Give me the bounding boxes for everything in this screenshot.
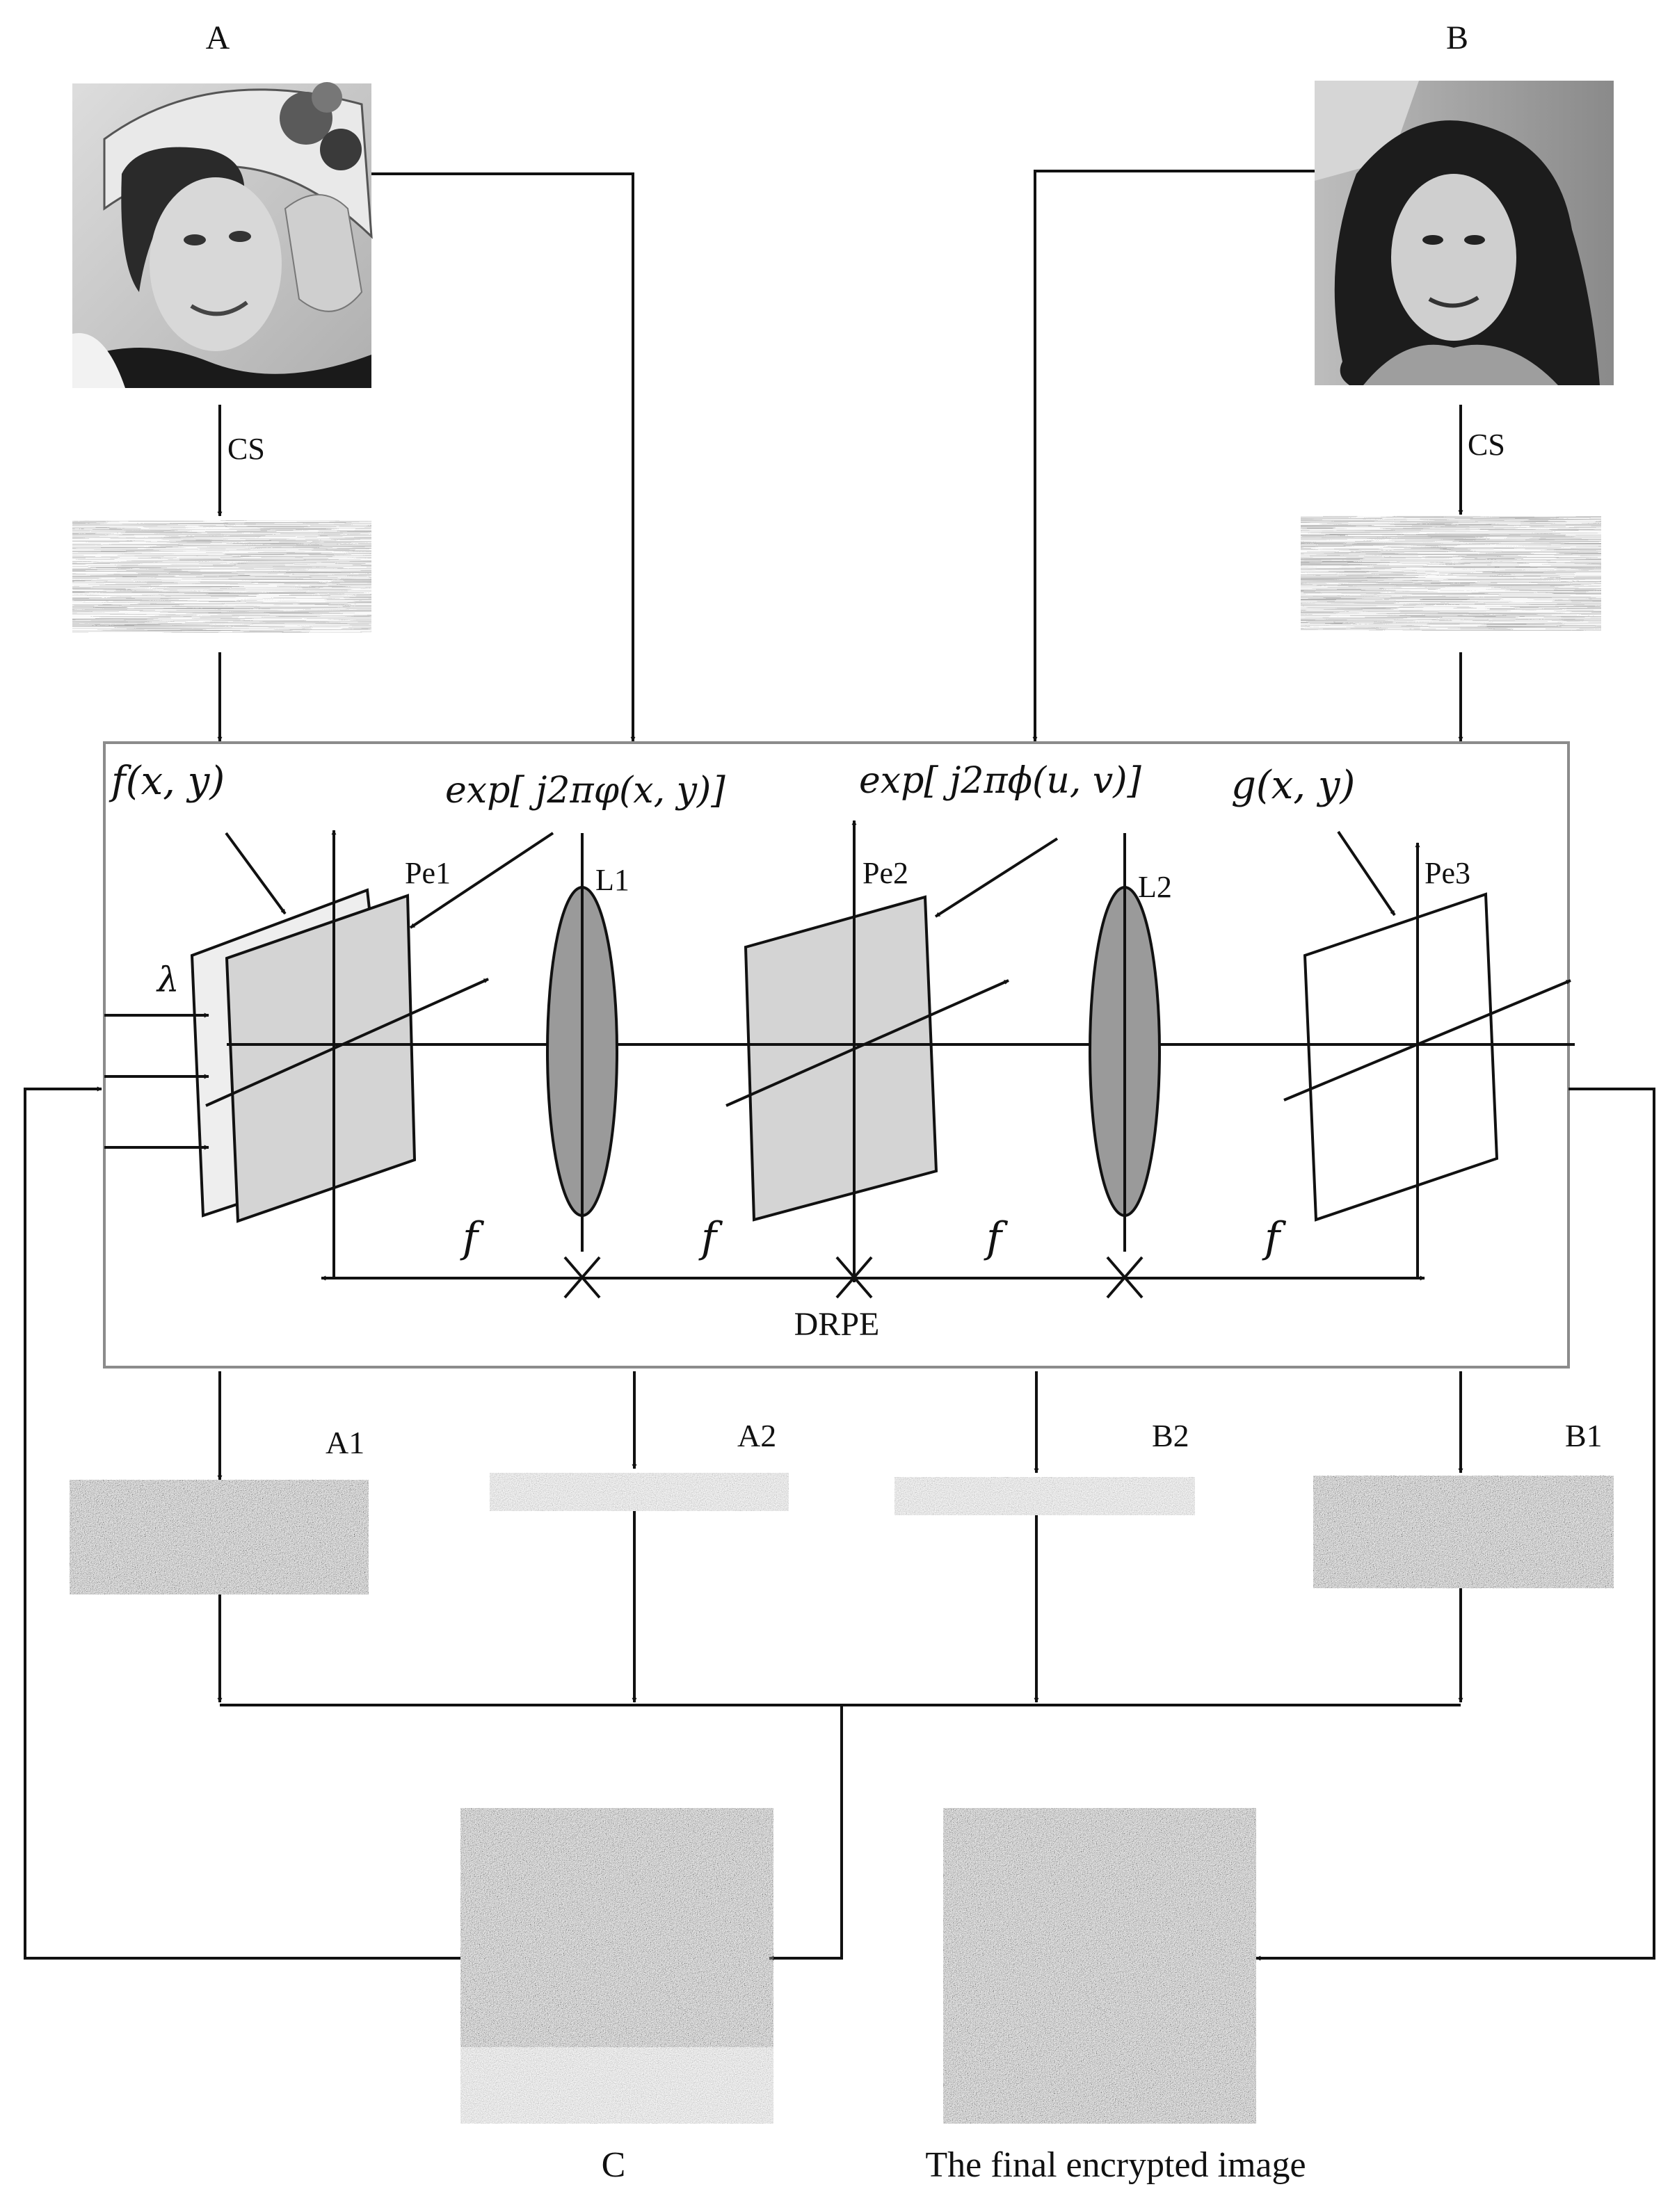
plane1-label: Pe1 xyxy=(405,856,451,890)
cs-label-b: CS xyxy=(1468,428,1505,462)
cs-measurement-b xyxy=(1301,516,1601,631)
part-a2-label: A2 xyxy=(737,1418,776,1453)
focal-label-3: f xyxy=(984,1213,1009,1262)
part-b1-label: B1 xyxy=(1565,1418,1603,1453)
noise-b2 xyxy=(894,1477,1195,1515)
pointer-input-field xyxy=(225,832,287,915)
focal-label-2: f xyxy=(698,1213,723,1262)
photo-a-to-mask1 xyxy=(371,172,636,742)
focal-label-4: f xyxy=(1262,1213,1287,1262)
final-image-label: The final encrypted image xyxy=(925,2145,1306,2185)
noise-a2 xyxy=(490,1473,789,1511)
photo-b xyxy=(1315,81,1614,386)
lens2-label: L2 xyxy=(1138,870,1172,904)
diagonal-axis-1 xyxy=(205,978,489,1107)
image-a-label: A xyxy=(206,19,230,56)
input-field-label: f(x, y) xyxy=(109,759,225,804)
diagonal-axis-2 xyxy=(725,979,1009,1107)
plane-pe3 xyxy=(1303,892,1499,1222)
plane-pe2 xyxy=(744,895,938,1222)
lens1-label: L1 xyxy=(595,863,629,897)
drpe-label: DRPE xyxy=(794,1306,880,1343)
noise-b1 xyxy=(1313,1476,1614,1588)
wavelength-symbol: λ xyxy=(156,960,179,1000)
pointer-output-field xyxy=(1337,830,1396,917)
plane2-label: Pe2 xyxy=(862,856,908,890)
cs-measurement-a xyxy=(72,520,371,633)
focal-label-1: f xyxy=(460,1213,485,1262)
mask2-formula: exp[ j2πϕ(u, v)] xyxy=(859,760,1142,802)
combined-image-c-top xyxy=(460,1808,773,2047)
input-plane-pe1 xyxy=(225,894,417,1223)
cs-label-a: CS xyxy=(227,432,265,466)
pointer-mask2 xyxy=(934,837,1059,918)
diagonal-axis-3 xyxy=(1283,979,1571,1101)
noise-a1 xyxy=(70,1480,369,1595)
combined-label: C xyxy=(602,2145,626,2185)
feedback-output-to-final xyxy=(1255,1088,1655,1961)
part-b2-label: B2 xyxy=(1152,1418,1189,1453)
mask1-formula: exp[ j2πφ(x, y)] xyxy=(445,770,725,812)
photo-a xyxy=(72,82,373,388)
photo-b-to-mask2 xyxy=(1032,170,1315,742)
merge-to-c xyxy=(769,1705,843,1961)
part-a1-label: A1 xyxy=(326,1425,364,1460)
image-b-label: B xyxy=(1446,19,1468,56)
final-encrypted-image xyxy=(943,1808,1256,2124)
output-field-label: g(x, y) xyxy=(1231,763,1355,808)
cross-marks xyxy=(563,1256,1144,1299)
combined-image-c-bottom xyxy=(460,2047,773,2124)
drpe-system-box xyxy=(103,741,1570,1369)
feedback-c-to-input xyxy=(24,1086,460,1960)
plane3-label: Pe3 xyxy=(1425,856,1470,890)
pointer-mask1 xyxy=(409,832,554,929)
